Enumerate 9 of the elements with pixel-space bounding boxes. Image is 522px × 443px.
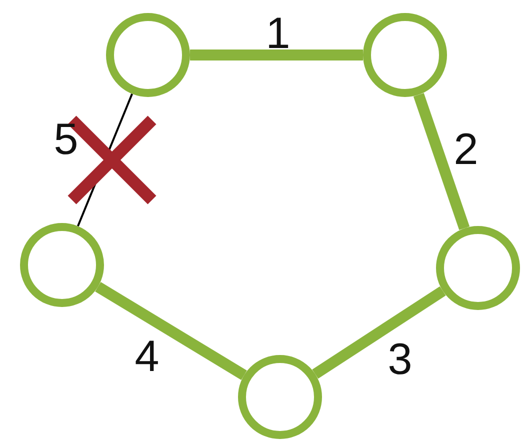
edge-label: 1 (266, 12, 290, 56)
edge-label: 4 (134, 335, 160, 379)
edge-label: 2 (454, 128, 478, 172)
connector-line (312, 286, 446, 379)
connector-line (95, 282, 247, 380)
connector-line (413, 92, 470, 230)
edge-label: 3 (388, 338, 412, 382)
edge-label: 5 (54, 118, 78, 162)
connector-line (190, 50, 363, 60)
